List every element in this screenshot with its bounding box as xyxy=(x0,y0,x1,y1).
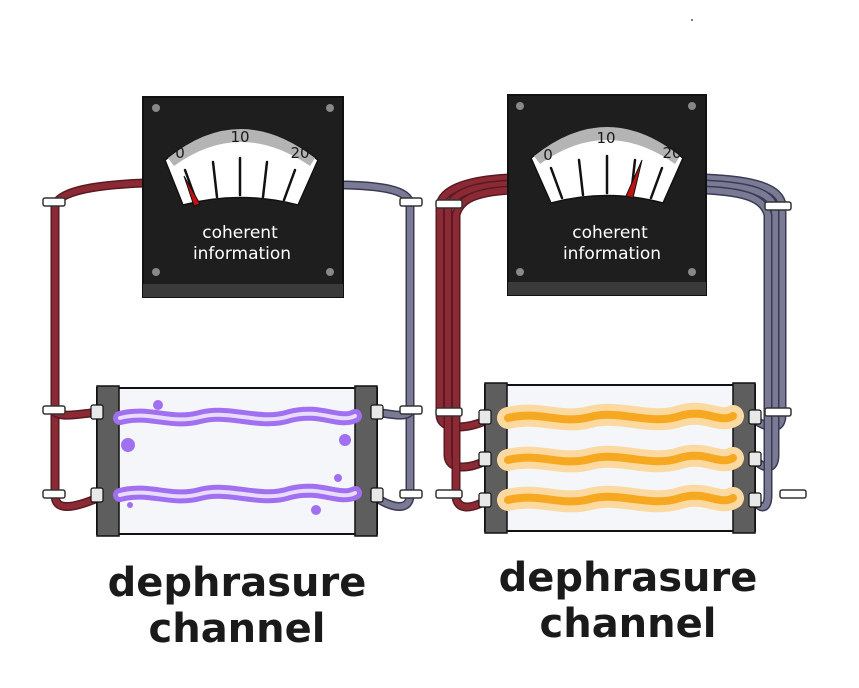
left-meter-needle xyxy=(183,175,201,207)
right-meter-label-line2: information xyxy=(563,244,661,264)
left-scale-label-20: 20 xyxy=(290,144,309,162)
left-meter-label-line1: coherent xyxy=(202,223,278,243)
left-channel-tube xyxy=(90,385,384,537)
left-caption-line2: channel xyxy=(148,606,326,652)
right-meter: 0 10 20 coherent information xyxy=(507,94,707,296)
right-scale-label-10: 10 xyxy=(596,129,615,147)
right-meter-label-line1: coherent xyxy=(572,223,648,243)
left-panel: 0 10 20 coherent information xyxy=(42,96,423,537)
left-scale-label-0: 0 xyxy=(175,144,185,162)
left-beams xyxy=(113,406,362,504)
right-caption: dephrasure channel xyxy=(478,555,778,647)
left-caption: dephrasure channel xyxy=(87,560,387,652)
left-cable-clips xyxy=(42,197,423,499)
right-caption-line2: channel xyxy=(539,601,717,647)
right-channel-tube xyxy=(478,382,762,534)
right-beams xyxy=(497,402,744,513)
left-scale-label-10: 10 xyxy=(230,128,249,146)
left-meter: 0 10 20 coherent information xyxy=(142,96,344,298)
right-meter-needle xyxy=(625,159,643,199)
right-panel: 0 10 20 coherent information xyxy=(435,94,807,534)
right-cable-clips xyxy=(435,199,807,499)
right-scale-label-0: 0 xyxy=(543,146,553,164)
left-caption-line1: dephrasure xyxy=(107,560,367,606)
right-caption-line1: dephrasure xyxy=(498,555,758,601)
right-scale-label-20: 20 xyxy=(662,144,681,162)
left-meter-label-line2: information xyxy=(193,244,291,264)
